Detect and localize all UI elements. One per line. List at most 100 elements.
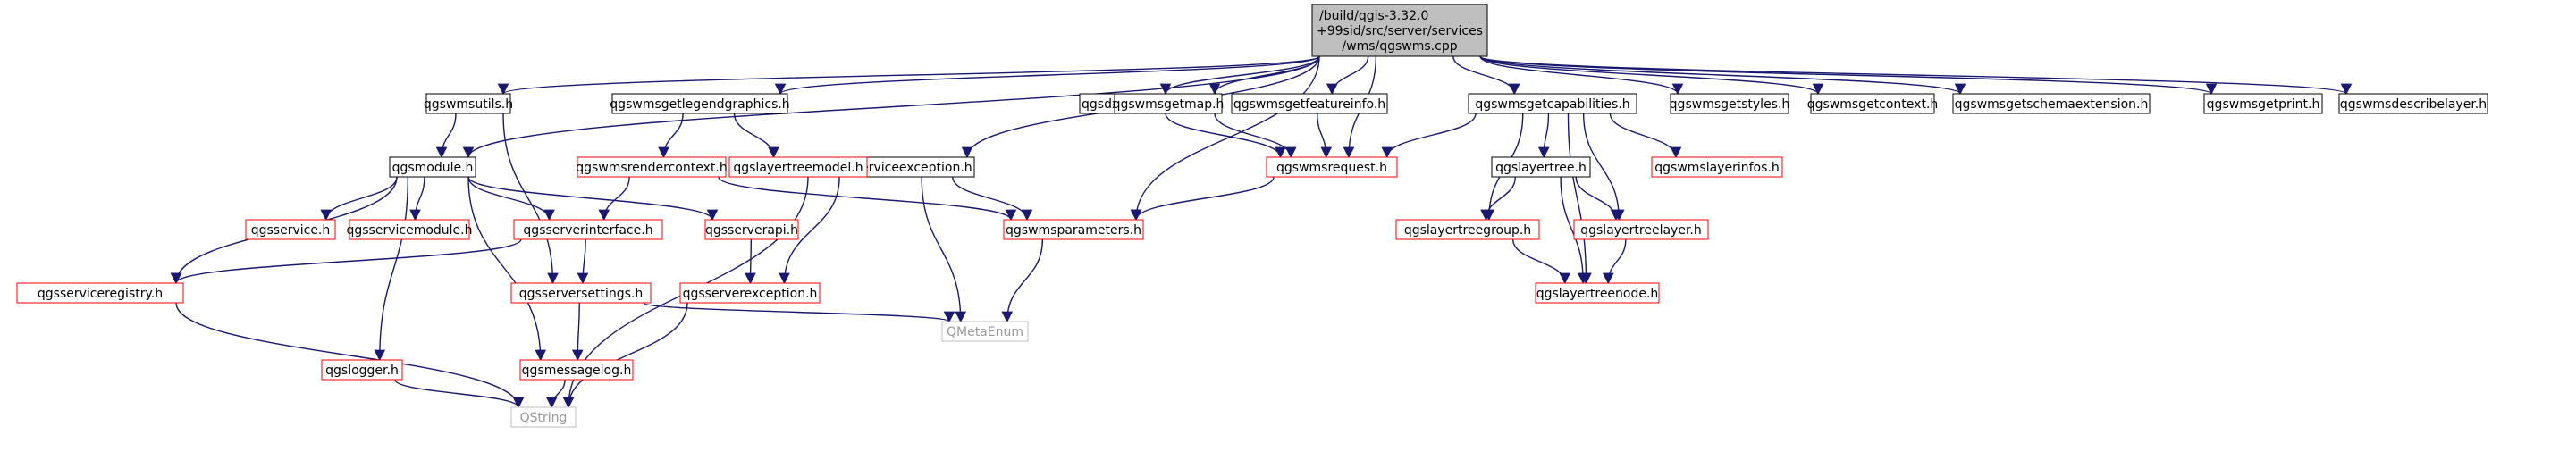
node-label: qgswmsgetmap.h xyxy=(1113,97,1225,112)
edge-caps-to-ltlayer xyxy=(1582,113,1625,222)
node-label: qgsserversettings.h xyxy=(519,287,644,301)
node-label: qgsmessagelog.h xyxy=(522,364,632,378)
root-node[interactable]: /build/qgis-3.32.0 +99sid/src/server/ser… xyxy=(1311,4,1488,57)
node-label: qgslayertreemodel.h xyxy=(733,161,863,175)
edge-ltgroup-to-ltnode xyxy=(1512,238,1571,285)
header-node-ltree[interactable]: qgslayertree.h xyxy=(1491,156,1591,178)
node-box xyxy=(1670,93,1789,114)
edge-root-to-wmsutils xyxy=(498,55,1320,96)
node-label: qgslayertreenode.h xyxy=(1536,287,1659,301)
header-node-ltlayer[interactable]: qgslayertreelayer.h xyxy=(1573,219,1709,240)
edge-caps-to-linfos xyxy=(1609,113,1682,159)
node-box xyxy=(1468,93,1637,114)
edge-dxf-to-request xyxy=(1165,113,1286,159)
node-label: qgsserviceregistry.h xyxy=(38,287,163,301)
edge-getmap-to-request xyxy=(1214,113,1297,159)
header-node-module[interactable]: qgsmodule.h xyxy=(389,156,476,178)
edge-root-to-legend xyxy=(775,55,1320,96)
node-box xyxy=(321,359,403,381)
node-label: qgswmslayerinfos.h xyxy=(1654,161,1779,175)
edge-root-to-styles xyxy=(1479,55,1684,96)
edge-wmsutils-to-settings xyxy=(502,113,559,285)
header-node-caps[interactable]: qgswmsgetcapabilities.h xyxy=(1468,93,1637,114)
header-node-svcmodule[interactable]: qgsservicemodule.h xyxy=(346,219,473,240)
node-box xyxy=(16,282,184,304)
header-node-rctx[interactable]: qgswmsrendercontext.h xyxy=(576,156,728,178)
edge-ltlayer-to-ltnode xyxy=(1602,238,1627,285)
header-node-service[interactable]: qgsservice.h xyxy=(245,219,336,240)
edge-root-to-schema xyxy=(1479,55,1966,96)
node-box xyxy=(1952,93,2151,114)
node-layer: /build/qgis-3.32.0 +99sid/src/server/ser… xyxy=(16,4,2488,428)
edge-settings-to-msglog xyxy=(571,302,584,362)
root-node-box xyxy=(1311,4,1488,57)
header-node-ltnode[interactable]: qgslayertreenode.h xyxy=(1535,282,1660,304)
edge-module-to-service xyxy=(320,176,398,222)
header-node-iface[interactable]: qgsserverinterface.h xyxy=(513,219,663,240)
edge-root-to-params xyxy=(1130,55,1320,222)
header-node-featinfo[interactable]: qgswmsgetfeatureinfo.h xyxy=(1231,93,1388,114)
edge-msglog-to-qstring xyxy=(545,379,566,409)
header-node-srvexc[interactable]: qgsserverexception.h xyxy=(679,282,821,304)
header-node-registry[interactable]: qgsserviceregistry.h xyxy=(16,282,184,304)
header-node-styles[interactable]: qgswmsgetstyles.h xyxy=(1670,93,1790,114)
header-node-schema[interactable]: qgswmsgetschemaextension.h xyxy=(1952,93,2151,114)
node-box xyxy=(1491,156,1591,178)
header-node-params[interactable]: qgswmsparameters.h xyxy=(1003,219,1144,240)
edge-module-to-iface xyxy=(467,176,555,222)
node-box xyxy=(728,156,868,178)
edge-root-to-featinfo xyxy=(1326,55,1369,96)
header-node-describe[interactable]: qgswmsdescribelayer.h xyxy=(2338,93,2488,114)
header-node-settings[interactable]: qgsserversettings.h xyxy=(510,282,652,304)
node-label: qgsservice.h xyxy=(251,223,331,238)
edge-caps-to-ltnode xyxy=(1567,113,1592,285)
node-box xyxy=(1573,219,1709,240)
header-node-legend[interactable]: qgswmsgetlegendgraphics.h xyxy=(610,93,790,114)
node-label: qgsserverinterface.h xyxy=(523,223,652,238)
header-node-ltmodel[interactable]: qgslayertreemodel.h xyxy=(728,156,868,178)
node-box xyxy=(349,219,470,240)
node-box xyxy=(510,282,652,304)
node-box xyxy=(389,156,476,178)
header-node-logger[interactable]: qgslogger.h xyxy=(321,359,403,381)
node-box xyxy=(2203,93,2323,114)
node-box xyxy=(577,156,727,178)
edge-ltree-to-ltlayer xyxy=(1575,176,1622,222)
node-label: QMetaEnum xyxy=(947,325,1023,339)
edge-logger-to-qstring xyxy=(394,379,525,409)
header-node-getmap[interactable]: qgswmsgetmap.h xyxy=(1113,93,1225,114)
node-box xyxy=(513,219,663,240)
edge-legend-to-ltmodel xyxy=(733,113,779,159)
node-label: qgswmsgetstyles.h xyxy=(1670,97,1790,112)
header-node-api[interactable]: qgsserverapi.h xyxy=(704,219,799,240)
edge-svcexc-to-params xyxy=(952,176,1033,222)
header-node-request[interactable]: qgswmsrequest.h xyxy=(1266,156,1398,178)
edge-root-to-dxf xyxy=(1159,55,1320,96)
node-box xyxy=(1003,219,1144,240)
node-box xyxy=(425,93,511,114)
edge-legend-to-rctx xyxy=(658,113,684,159)
header-node-context[interactable]: qgswmsgetcontext.h xyxy=(1807,93,1939,114)
edge-root-to-describe xyxy=(1479,55,2352,96)
node-box xyxy=(245,219,336,240)
node-label: qgswmsparameters.h xyxy=(1006,223,1141,238)
header-node-ltgroup[interactable]: qgslayertreegroup.h xyxy=(1395,219,1540,240)
header-node-qstring[interactable]: QString xyxy=(510,406,577,428)
node-box xyxy=(1810,93,1935,114)
node-label: qgsserverexception.h xyxy=(683,287,818,301)
node-box xyxy=(1266,156,1398,178)
header-node-print[interactable]: qgswmsgetprint.h xyxy=(2203,93,2323,114)
node-box xyxy=(679,282,821,304)
edge-svcexc-to-srvexc xyxy=(779,176,840,285)
header-node-wmsutils[interactable]: qgswmsutils.h xyxy=(424,93,513,114)
node-label: qgslogger.h xyxy=(325,364,399,378)
edge-wmsutils-to-module xyxy=(435,113,457,159)
header-node-msglog[interactable]: qgsmessagelog.h xyxy=(519,359,634,381)
header-node-qmeta[interactable]: QMetaEnum xyxy=(941,321,1029,342)
node-box xyxy=(1231,93,1388,114)
edge-caps-to-ltree xyxy=(1537,113,1550,159)
node-box xyxy=(611,93,788,114)
header-node-linfos[interactable]: qgswmslayerinfos.h xyxy=(1651,156,1783,178)
edge-ltree-to-ltnode xyxy=(1560,176,1589,285)
